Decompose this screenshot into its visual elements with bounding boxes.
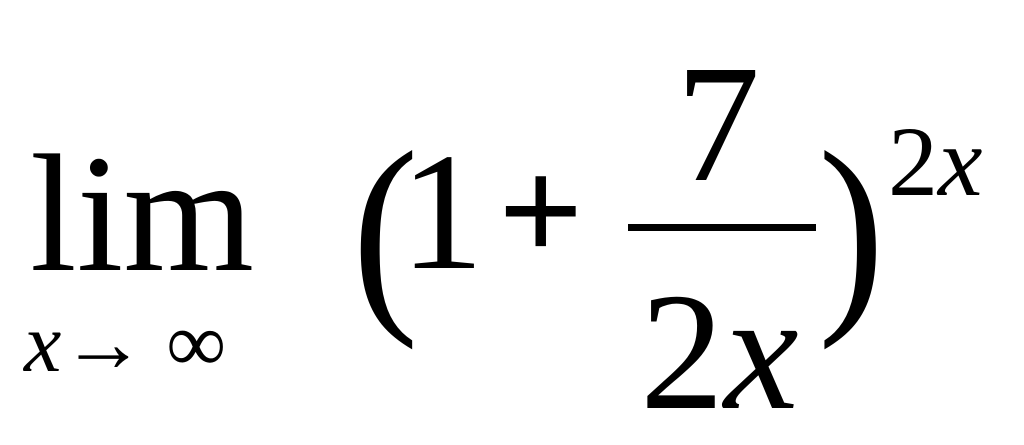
left-parenthesis: ( [352,107,419,352]
arrow-symbol: → [61,297,146,390]
fraction-bar [628,224,816,231]
fraction-denominator: 2x [640,268,799,436]
fraction-numerator: 7 [676,31,760,217]
limit-subscript: x→ ∞ [24,302,226,386]
infinity-symbol: ∞ [166,297,227,390]
exponent: 2x [888,112,982,212]
right-parenthesis: ) [818,107,885,352]
exponent-variable: x [938,106,983,217]
denominator-variable: x [724,259,799,445]
constant-one: 1 [400,119,484,305]
exponent-coefficient: 2 [888,106,938,217]
plus-sign: + [498,128,584,294]
lim-operator: lim [30,121,255,307]
subscript-variable: x [24,297,62,390]
denominator-coefficient: 2 [640,259,724,445]
